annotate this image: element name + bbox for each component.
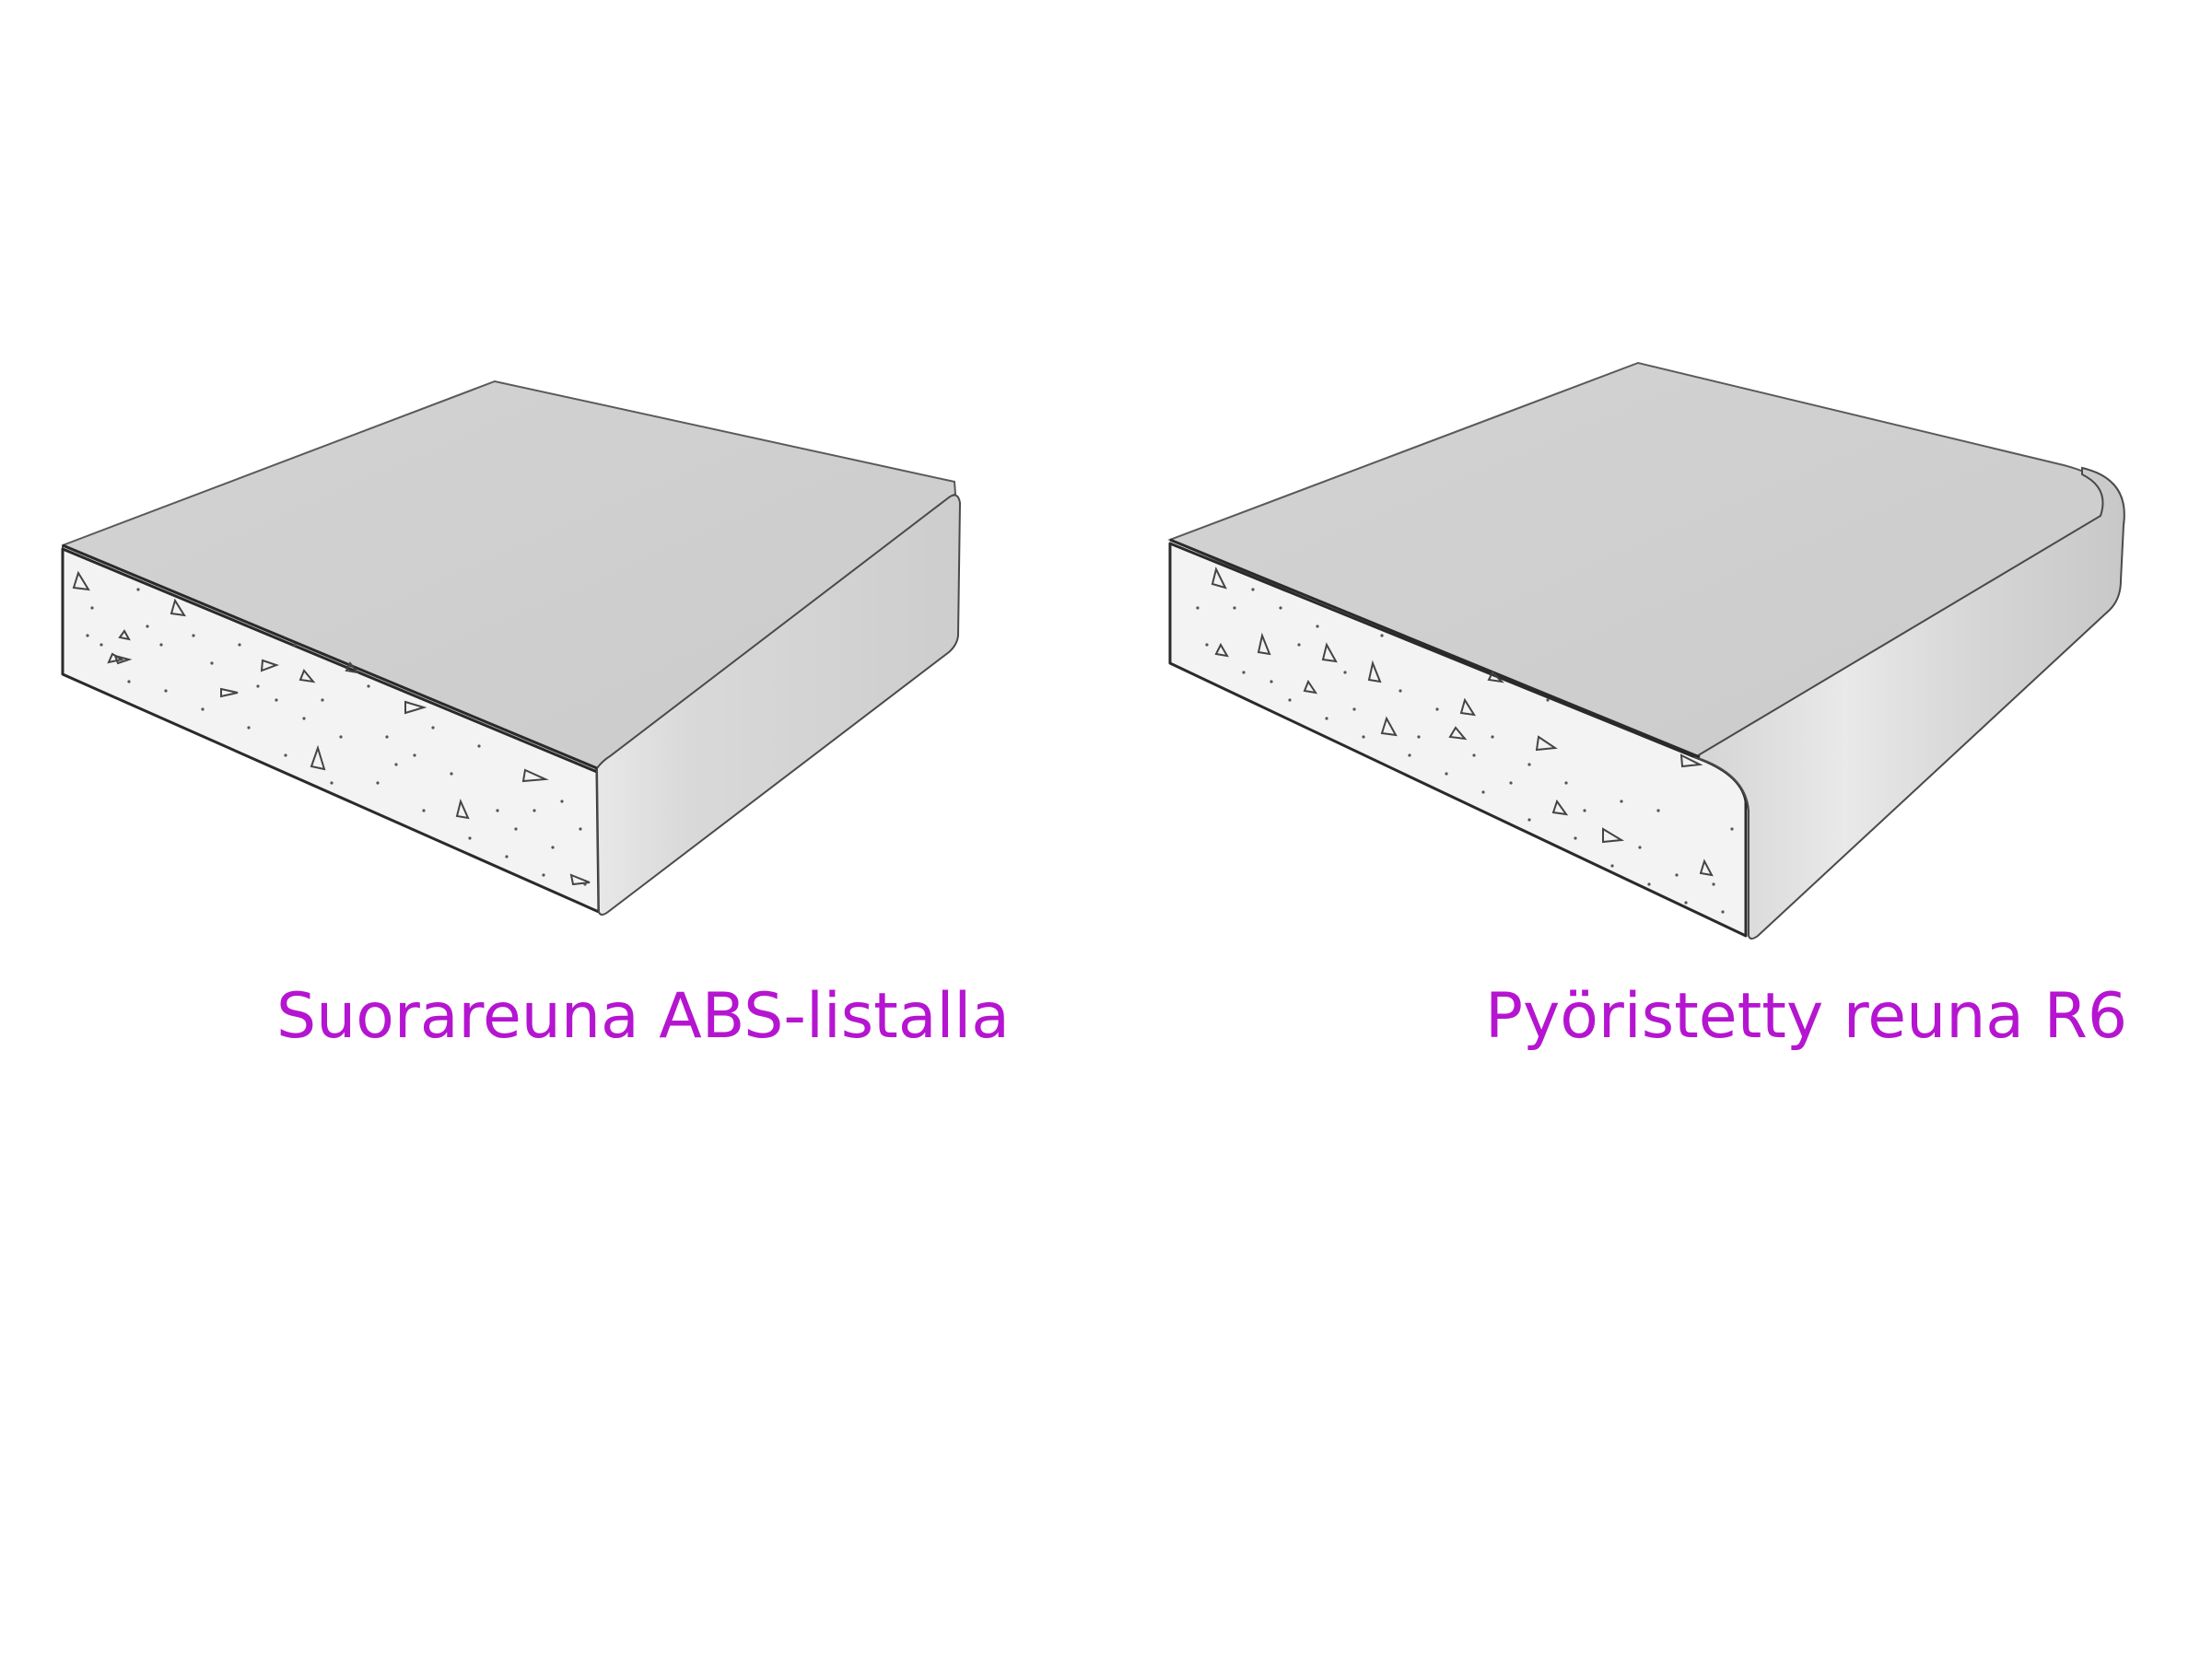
caption-rounded-edge: Pyöristetty reuna R6	[1485, 980, 2128, 1053]
core-dots	[1196, 588, 1734, 914]
core-texture	[72, 570, 591, 886]
countertop-rounded-edge	[1167, 361, 2125, 940]
core-texture	[1211, 566, 1714, 877]
countertop-straight-edge	[61, 379, 962, 916]
edge-band	[595, 494, 962, 916]
caption-straight-edge: Suorareuna ABS-listalla	[276, 980, 1010, 1053]
core-dots	[86, 588, 587, 886]
edge-band	[1692, 466, 2125, 940]
